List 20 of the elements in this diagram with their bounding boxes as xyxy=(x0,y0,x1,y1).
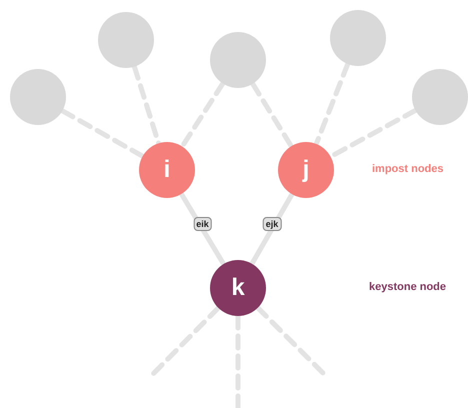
connector-line xyxy=(314,62,350,146)
node-label: j xyxy=(302,156,310,184)
connector-line xyxy=(132,64,162,146)
connector-line xyxy=(255,305,328,378)
connector-line xyxy=(180,81,226,149)
node-circle xyxy=(139,142,195,198)
connector-line xyxy=(150,305,221,378)
node-circle xyxy=(278,142,334,198)
connector-line xyxy=(250,81,294,149)
connector-line xyxy=(236,314,240,408)
connector-line xyxy=(60,108,146,159)
connector-line xyxy=(249,192,295,266)
annotation-label: impost nodes xyxy=(372,163,444,175)
edge-label: ejk xyxy=(262,217,282,231)
connector-line xyxy=(178,192,226,266)
node-label: k xyxy=(231,274,245,302)
edge-label: eik xyxy=(193,217,212,231)
node-label: i xyxy=(164,156,170,184)
node-circle xyxy=(210,260,266,316)
annotation-label: keystone node xyxy=(369,281,446,293)
